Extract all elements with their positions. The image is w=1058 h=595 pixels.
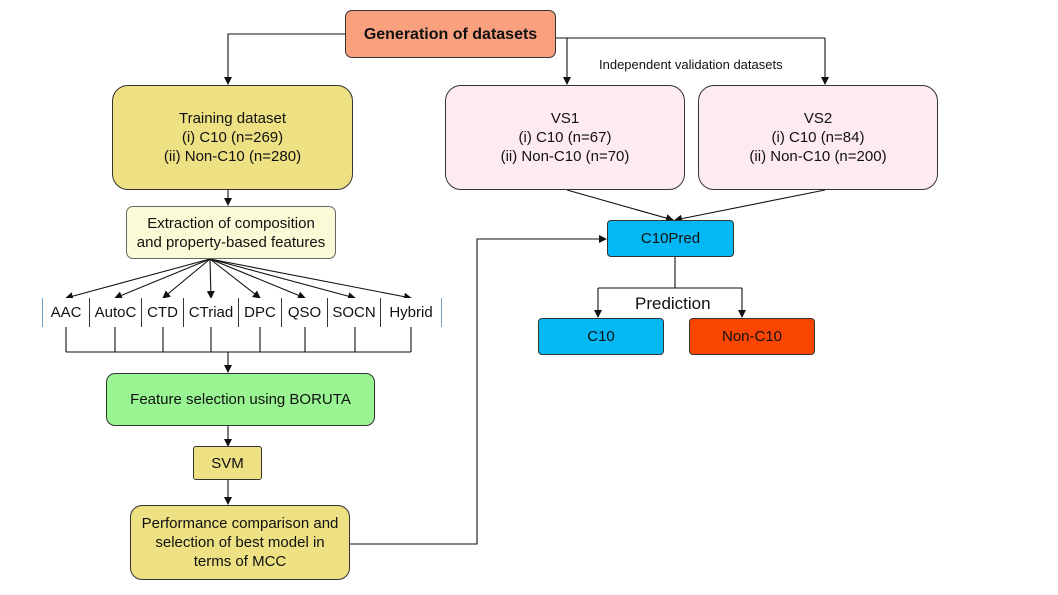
feature-qso: QSO [282,298,328,327]
performance-line1: Performance comparison and [141,515,339,532]
performance-box: Performance comparison and selection of … [130,505,350,580]
training-line1: (i) C10 (n=269) [181,129,284,146]
feature-hybrid: Hybrid [381,298,441,327]
arrow-vs1-to-c10pred [566,189,674,222]
performance-line2: selection of best model in [155,534,325,551]
generation-title: Generation of datasets [363,25,538,43]
feature-ctd: CTD [142,298,184,327]
feature-autoc: AutoC [90,298,142,327]
arrow-to-socn [209,258,356,301]
training-title: Training dataset [178,110,286,127]
performance-line3: terms of MCC [193,553,287,570]
training-dataset-box: Training dataset (i) C10 (n=269) (ii) No… [112,85,353,190]
feature-selection-box: Feature selection using BORUTA [106,373,375,426]
arrow-vs2-to-c10pred [674,189,826,223]
feature-collector-lines [65,327,412,353]
prediction-label: Prediction [633,294,713,314]
vs1-line2: (ii) Non-C10 (n=70) [500,148,630,165]
arrow-to-ctriad [206,258,215,299]
arrow-to-aac [65,258,211,301]
extraction-line2: and property-based features [136,233,326,251]
arrow-top-to-training [224,33,345,85]
arrow-performance-to-c10pred [350,235,607,545]
vs2-line2: (ii) Non-C10 (n=200) [749,148,887,165]
extraction-line1: Extraction of composition [147,214,315,232]
vs1-box: VS1 (i) C10 (n=67) (ii) Non-C10 (n=70) [445,85,685,190]
output-c10-title: C10 [587,328,615,345]
vs2-title: VS2 [803,110,833,127]
arrow-to-qso [209,258,306,300]
output-nonc10-box: Non-C10 [689,318,815,355]
c10pred-box: C10Pred [607,220,734,257]
svm-title: SVM [211,454,244,472]
vs1-title: VS1 [550,110,580,127]
training-line2: (ii) Non-C10 (n=280) [163,148,302,165]
feature-socn: SOCN [328,298,381,327]
validation-label: Independent validation datasets [599,57,783,72]
feature-aac: AAC [43,298,90,327]
generation-of-datasets-box: Generation of datasets [345,10,556,58]
selection-title: Feature selection using BORUTA [130,391,351,408]
arrow-to-autoc [114,258,211,300]
arrow-to-dpc [209,258,261,299]
vs1-line1: (i) C10 (n=67) [518,129,612,146]
arrow-to-ctd [162,258,211,299]
arrow-to-hybrid [209,258,412,301]
c10pred-title: C10Pred [640,230,701,247]
vs2-box: VS2 (i) C10 (n=84) (ii) Non-C10 (n=200) [698,85,938,190]
feature-dpc: DPC [239,298,282,327]
output-c10-box: C10 [538,318,664,355]
output-nonc10-title: Non-C10 [721,328,783,345]
vs2-line1: (i) C10 (n=84) [771,129,865,146]
feature-ctriad: CTriad [184,298,239,327]
extraction-box: Extraction of composition and property-b… [126,206,336,259]
svm-box: SVM [193,446,262,480]
